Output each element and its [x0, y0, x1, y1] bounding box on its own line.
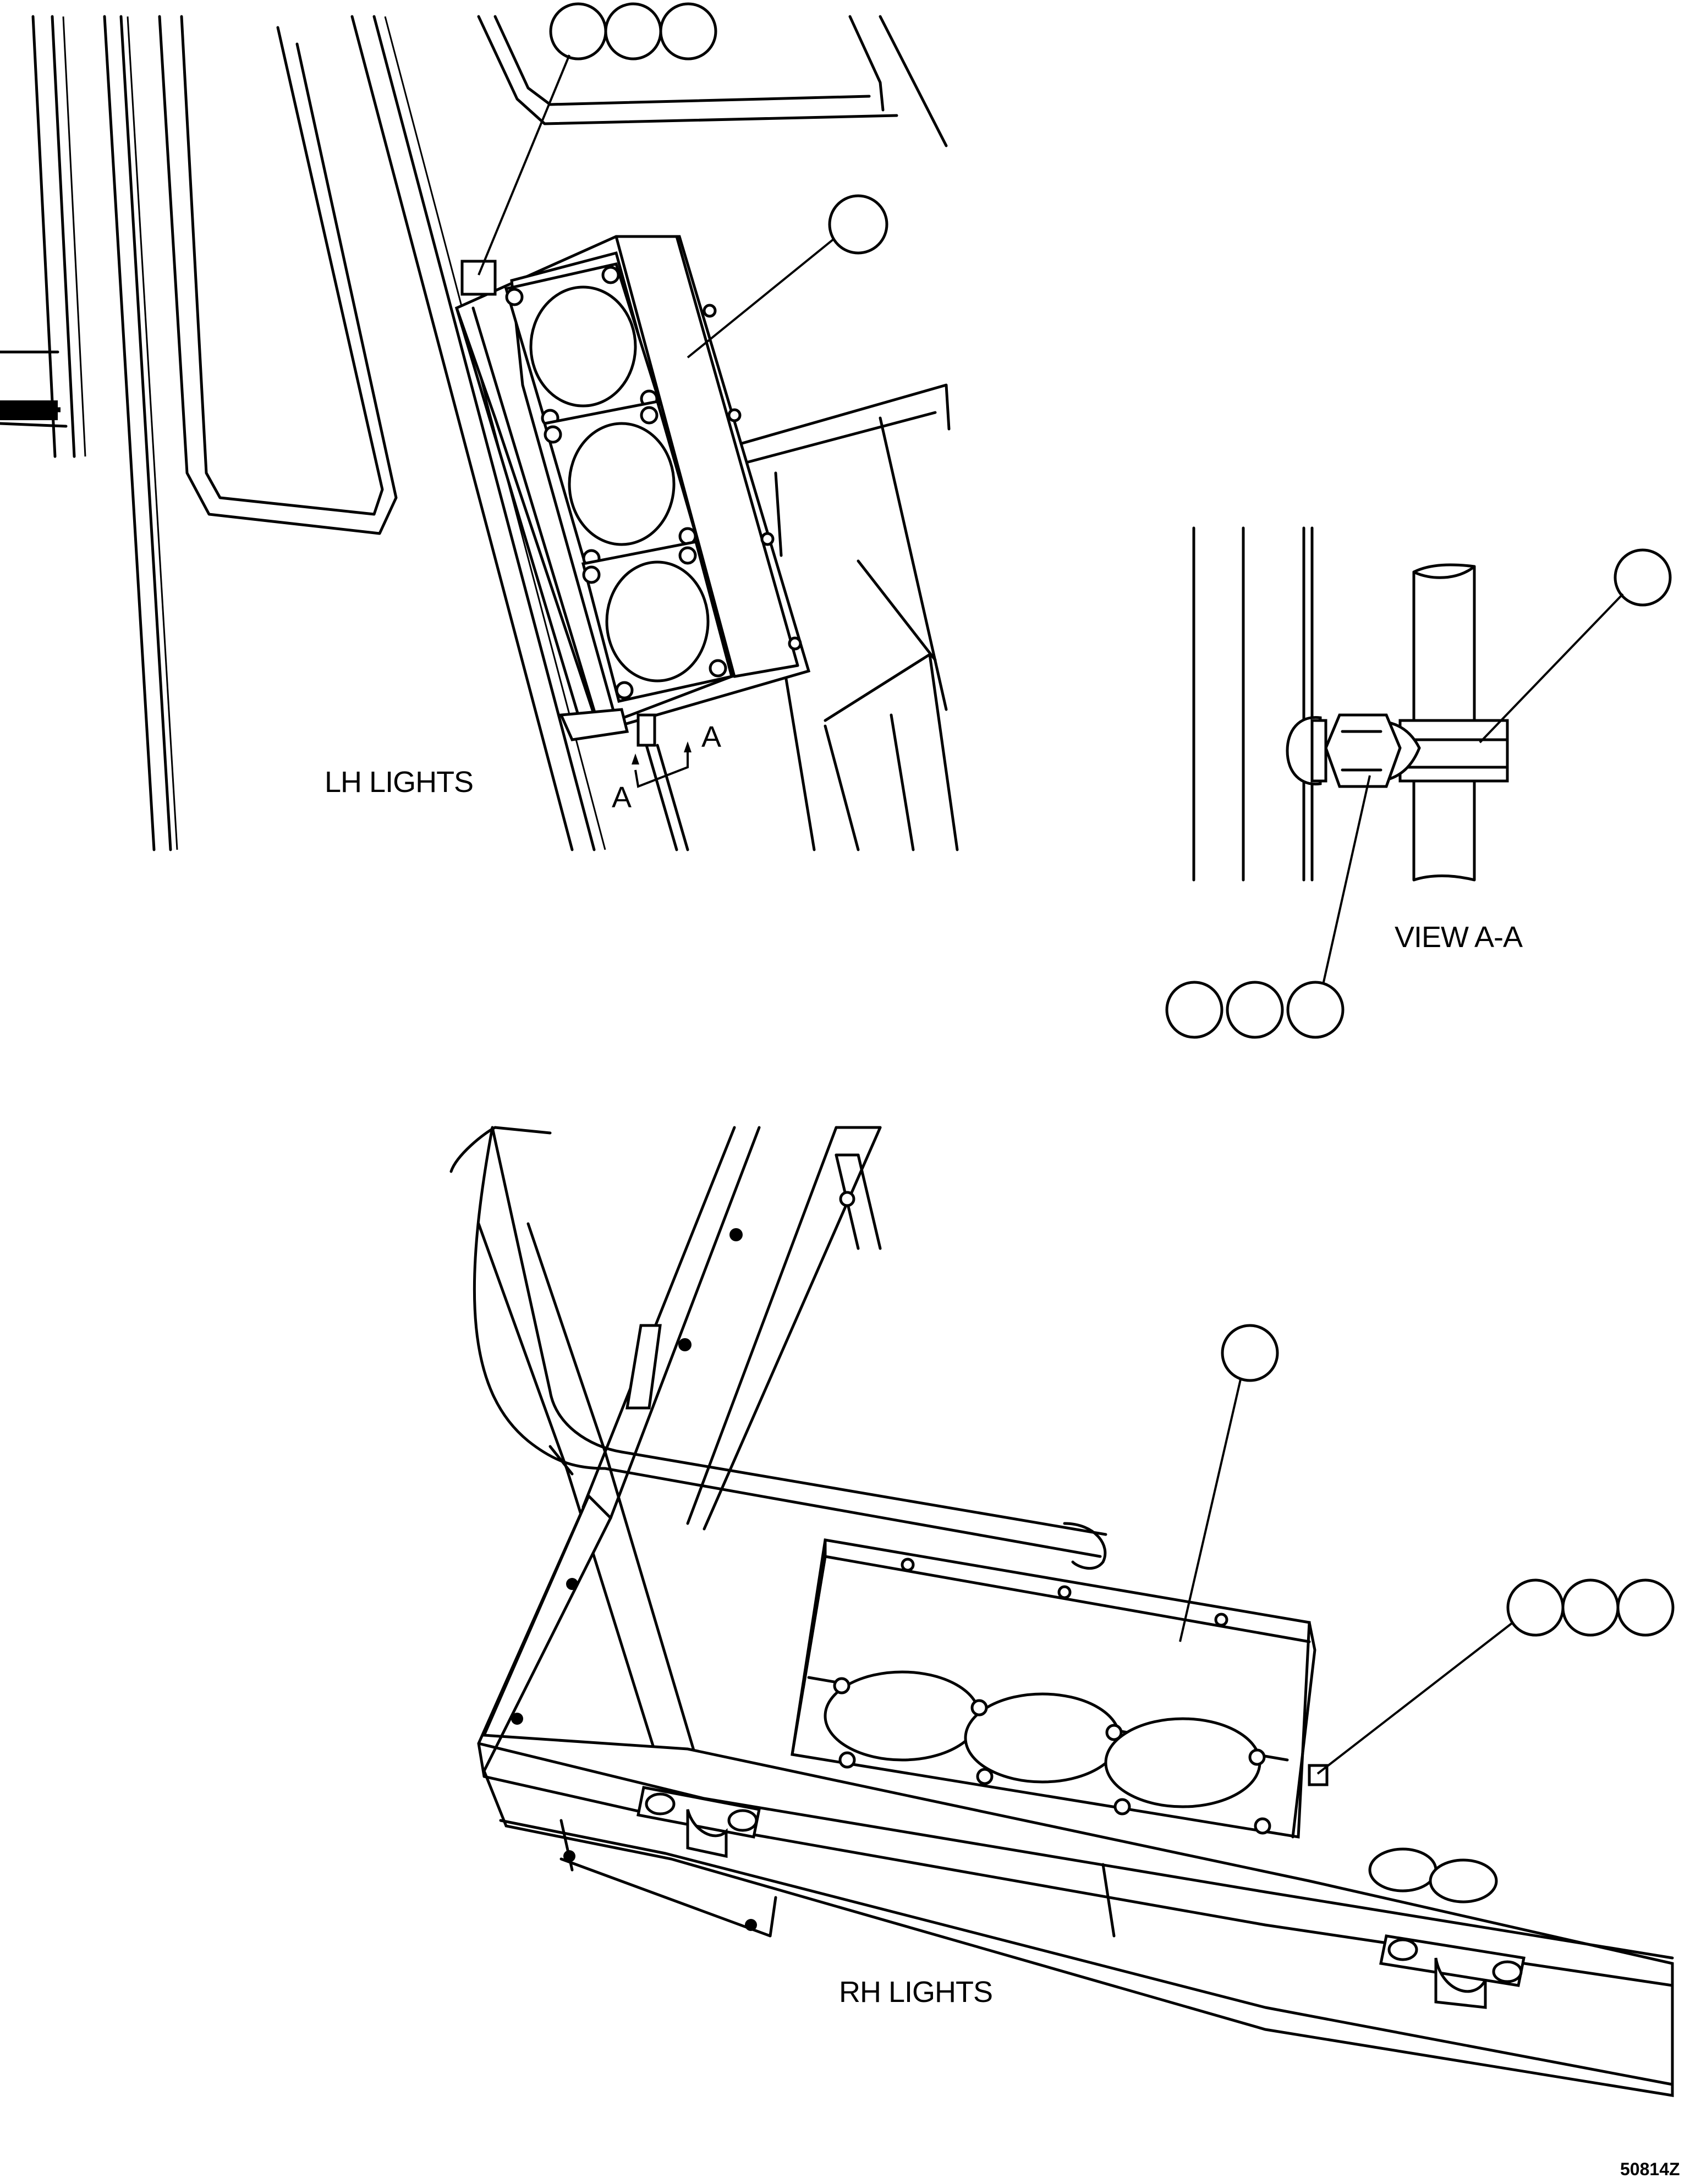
callout-bubble [604, 2, 662, 60]
rh-frame [477, 1126, 1674, 2097]
lh-light-bar [454, 235, 811, 851]
callout-bubble [1221, 1324, 1279, 1382]
rh-lights-view: RH LIGHTS [449, 1126, 1675, 2097]
callout-bubble [1286, 981, 1345, 1039]
rh-clamps [637, 1786, 1526, 2009]
view-aa-detail: VIEW A-A [1165, 526, 1672, 1039]
lh-section-arrows: A A [612, 720, 722, 814]
section-a-left-label: A [612, 781, 632, 814]
drawing-number: 50814Z [1620, 2159, 1680, 2179]
callout-bubble [1616, 1578, 1675, 1637]
rh-lamp-middle [964, 1692, 1121, 1784]
rh-lamp-right [1104, 1717, 1261, 1808]
section-a-right-label: A [701, 720, 721, 753]
lh-lights-label: LH LIGHTS [325, 766, 473, 799]
callout-bubble [1561, 1578, 1620, 1637]
callout-bubble [549, 2, 607, 60]
view-aa-label: VIEW A-A [1395, 921, 1523, 954]
callout-bubble [1506, 1578, 1565, 1637]
rh-lights-label: RH LIGHTS [839, 1976, 992, 2009]
lh-lamp-bottom [581, 540, 734, 703]
callout-bubble [1614, 548, 1672, 607]
lh-lamp-top [504, 262, 662, 431]
lh-cab-panels [0, 15, 959, 851]
rh-light-bar [791, 1538, 1329, 1839]
callout-bubble [1165, 981, 1223, 1039]
callout-bubble [828, 194, 888, 255]
lh-callouts [478, 2, 888, 359]
lh-lamp-middle [542, 400, 701, 568]
rh-handrail [449, 1126, 1107, 1806]
callout-bubble [1226, 981, 1284, 1039]
lh-lights-view: A A LH LIGHTS [0, 2, 959, 851]
callout-bubble [659, 2, 717, 60]
